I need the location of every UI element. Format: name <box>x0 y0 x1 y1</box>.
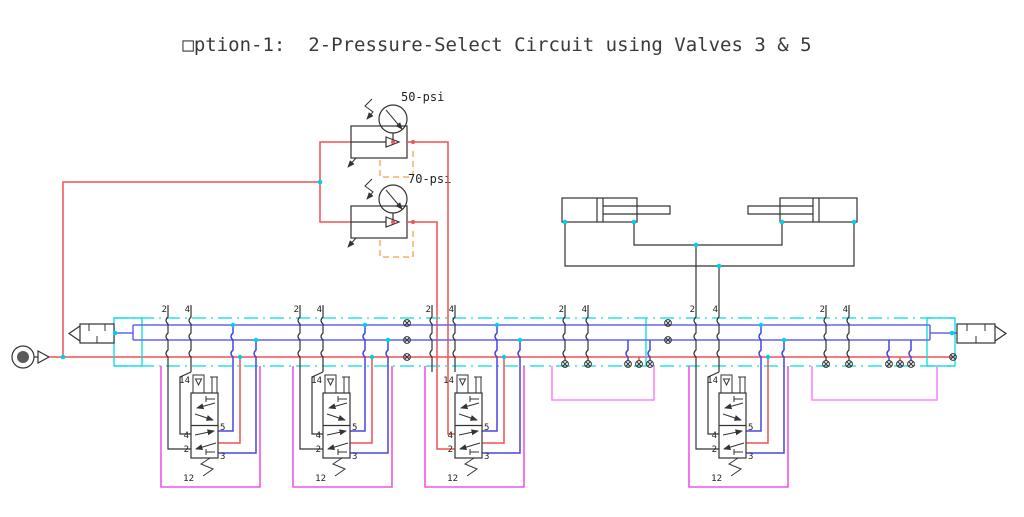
tap-label-4: 4 <box>317 305 322 315</box>
tap-label-2: 2 <box>294 305 299 315</box>
regulator-50psi: 50-psi <box>347 90 444 178</box>
port-label-5: 5 <box>484 423 489 433</box>
tap-label-2: 2 <box>559 305 564 315</box>
tap-label-4: 4 <box>185 305 190 315</box>
port-label-2: 2 <box>184 445 189 455</box>
cylinder-left-icon <box>561 197 671 223</box>
supply-lines <box>49 141 953 358</box>
tap-label-4: 4 <box>713 305 718 315</box>
port-label-5: 5 <box>352 423 357 433</box>
title-text: □ption-1: 2-Pressure-Select Circuit usin… <box>182 34 811 56</box>
cylinder-connection-lines <box>564 222 855 305</box>
port-label-12: 12 <box>447 474 458 484</box>
port-label-4: 4 <box>712 431 717 441</box>
air-source-icon <box>11 345 51 369</box>
muffler-left-icon <box>67 323 115 344</box>
tap-label-2: 2 <box>162 305 167 315</box>
tap-label-2: 2 <box>690 305 695 315</box>
valve-station-2: 2 4 14 4 5 2 3 12 <box>292 304 393 488</box>
tap-label-4: 4 <box>582 305 587 315</box>
tap-label-4: 4 <box>843 305 848 315</box>
blank-station-6: 2 4 <box>811 304 938 401</box>
port-label-14: 14 <box>707 376 718 386</box>
gauge-50psi-label: 50-psi <box>401 90 444 104</box>
port-label-3: 3 <box>484 452 489 462</box>
valve-station-3: 2 4 14 4 5 2 3 12 <box>424 304 525 488</box>
regulator-70psi: 70-psi <box>347 172 451 258</box>
port-label-5: 5 <box>748 423 753 433</box>
junction-dots <box>60 179 955 360</box>
valve-station-5: 2 4 14 4 5 2 3 12 <box>688 304 789 488</box>
port-label-4: 4 <box>316 431 321 441</box>
valve-station-1: 2 4 14 4 5 2 3 12 <box>160 304 261 488</box>
port-label-4: 4 <box>448 431 453 441</box>
gauge-70psi-label: 70-psi <box>408 172 451 186</box>
regulated-supply-lines <box>407 141 455 450</box>
page-title: □ption-1: 2-Pressure-Select Circuit usin… <box>182 34 811 56</box>
port-label-3: 3 <box>748 452 753 462</box>
port-label-3: 3 <box>220 452 225 462</box>
port-label-14: 14 <box>311 376 322 386</box>
tap-label-2: 2 <box>426 305 431 315</box>
port-label-4: 4 <box>184 431 189 441</box>
port-label-14: 14 <box>179 376 190 386</box>
port-label-2: 2 <box>448 445 453 455</box>
port-label-3: 3 <box>352 452 357 462</box>
manifold-end-plate-right <box>926 317 956 367</box>
port-label-2: 2 <box>316 445 321 455</box>
tap-label-2: 2 <box>820 305 825 315</box>
port-label-12: 12 <box>183 474 194 484</box>
muffler-right-icon <box>956 323 1008 344</box>
port-label-2: 2 <box>712 445 717 455</box>
port-label-14: 14 <box>443 376 454 386</box>
cylinder-right-icon <box>747 197 858 223</box>
blank-station-4: 2 4 <box>551 304 655 401</box>
manifold <box>67 317 1008 367</box>
tap-label-4: 4 <box>449 305 454 315</box>
port-label-12: 12 <box>315 474 326 484</box>
port-label-5: 5 <box>220 423 225 433</box>
port-label-12: 12 <box>711 474 722 484</box>
